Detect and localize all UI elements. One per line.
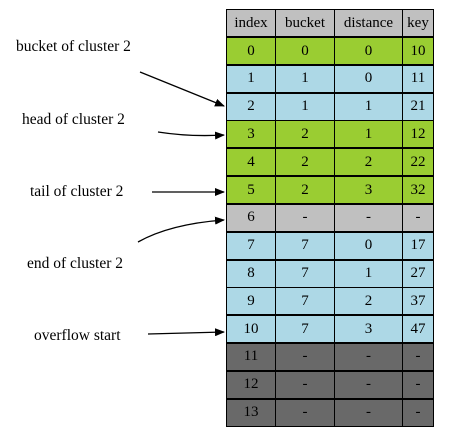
- cell-bucket: -: [275, 342, 335, 371]
- cell-key: 32: [402, 176, 434, 205]
- header-bucket: bucket: [275, 9, 335, 37]
- cell-index: 3: [226, 120, 276, 149]
- cell-distance: 1: [334, 92, 403, 121]
- cell-distance: 3: [334, 315, 403, 344]
- cell-bucket: 0: [275, 37, 335, 65]
- cell-distance: 0: [334, 231, 403, 260]
- cell-bucket: 2: [275, 120, 335, 149]
- cell-distance: 2: [334, 148, 403, 177]
- cell-index: 9: [226, 287, 276, 316]
- cell-index: 6: [226, 203, 276, 232]
- label-bucket-of-cluster-2: bucket of cluster 2: [16, 38, 131, 55]
- table-row: 6---: [226, 203, 434, 232]
- header-key: key: [402, 9, 434, 37]
- cell-key: 21: [402, 92, 434, 121]
- cell-distance: -: [334, 370, 403, 399]
- cell-bucket: -: [275, 370, 335, 399]
- table-row: 11---: [226, 342, 434, 371]
- cell-distance: -: [334, 203, 403, 232]
- cell-index: 10: [226, 315, 276, 344]
- cell-bucket: 1: [275, 92, 335, 121]
- arrow-overflow-start: [147, 328, 225, 337]
- cell-key: 47: [402, 315, 434, 344]
- header-distance: distance: [334, 9, 403, 37]
- cell-key: -: [402, 203, 434, 232]
- cell-index: 13: [226, 398, 276, 427]
- cell-bucket: 7: [275, 315, 335, 344]
- table-header-row: index bucket distance key: [226, 9, 434, 37]
- cell-index: 11: [226, 342, 276, 371]
- cell-index: 7: [226, 231, 276, 260]
- label-overflow-start: overflow start: [34, 327, 121, 344]
- cell-bucket: 7: [275, 259, 335, 288]
- cell-key: -: [402, 398, 434, 427]
- cell-index: 12: [226, 370, 276, 399]
- cell-index: 0: [226, 37, 276, 65]
- arrow-head-of-cluster-2: [157, 131, 225, 140]
- cell-distance: -: [334, 342, 403, 371]
- cell-key: 17: [402, 231, 434, 260]
- arrow-end-of-cluster-2: [137, 216, 225, 243]
- label-tail-of-cluster-2: tail of cluster 2: [30, 183, 124, 200]
- cell-index: 8: [226, 259, 276, 288]
- cell-distance: 3: [334, 176, 403, 205]
- cell-bucket: 2: [275, 176, 335, 205]
- cell-bucket: 7: [275, 287, 335, 316]
- cell-distance: 0: [334, 64, 403, 93]
- cell-key: 10: [402, 37, 434, 65]
- cell-key: 27: [402, 259, 434, 288]
- cell-distance: 1: [334, 259, 403, 288]
- label-head-of-cluster-2: head of cluster 2: [22, 111, 125, 128]
- cell-key: 12: [402, 120, 434, 149]
- arrow-bucket-of-cluster-2: [139, 71, 225, 107]
- header-index: index: [226, 9, 276, 37]
- cell-key: -: [402, 370, 434, 399]
- cell-index: 1: [226, 64, 276, 93]
- table-row: 13---: [226, 398, 434, 427]
- table-row: 12---: [226, 370, 434, 399]
- cell-bucket: -: [275, 398, 335, 427]
- label-end-of-cluster-2: end of cluster 2: [27, 255, 123, 272]
- cell-bucket: -: [275, 203, 335, 232]
- cell-distance: 0: [334, 37, 403, 65]
- cell-bucket: 2: [275, 148, 335, 177]
- cell-index: 2: [226, 92, 276, 121]
- cell-distance: 2: [334, 287, 403, 316]
- cell-index: 5: [226, 176, 276, 205]
- cell-distance: 1: [334, 120, 403, 149]
- cell-key: -: [402, 342, 434, 371]
- cell-key: 22: [402, 148, 434, 177]
- cell-key: 37: [402, 287, 434, 316]
- cell-key: 11: [402, 64, 434, 93]
- cell-distance: -: [334, 398, 403, 427]
- cell-bucket: 7: [275, 231, 335, 260]
- cell-bucket: 1: [275, 64, 335, 93]
- cell-index: 4: [226, 148, 276, 177]
